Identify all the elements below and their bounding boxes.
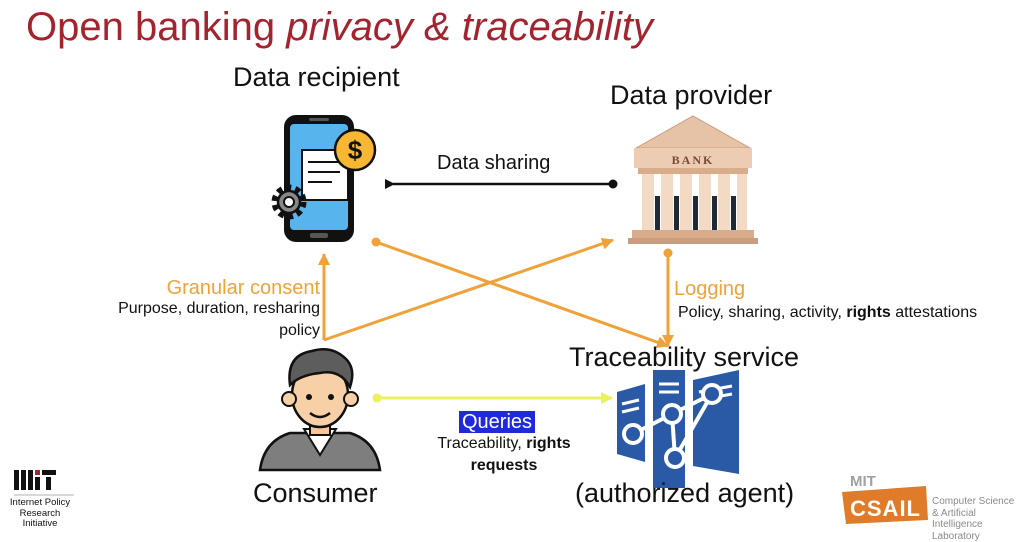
mobile-payment-icon: $ <box>271 115 377 242</box>
provider-label: Data provider <box>610 80 773 110</box>
consent-detail: Purpose, duration, resharing policy <box>118 300 320 340</box>
logging-arrow <box>662 248 674 347</box>
csail-logo-text: Computer Science & Artificial Intelligen… <box>932 496 1015 542</box>
data-sharing-arrow <box>385 179 618 189</box>
recipient-to-traceability-arrow <box>371 237 669 348</box>
consumer-label: Consumer <box>253 478 378 508</box>
queries-label: Queries <box>459 411 536 434</box>
traceability-sublabel: (authorized agent) <box>575 478 795 508</box>
svg-text:$: $ <box>348 135 363 165</box>
server-network-icon <box>617 370 739 488</box>
queries-arrow <box>372 392 613 404</box>
csail-logo-icon: MIT CSAIL <box>842 473 928 524</box>
logging-detail: Policy, sharing, activity, rights attest… <box>678 304 978 321</box>
recipient-label: Data recipient <box>233 62 400 92</box>
bank-building-icon: BANK <box>628 115 758 244</box>
svg-text:CSAIL: CSAIL <box>850 496 921 521</box>
person-avatar-icon <box>258 348 382 472</box>
queries-highlight: Queries <box>459 411 536 433</box>
consent-label: Granular consent <box>166 277 320 299</box>
logging-label: Logging <box>674 278 746 300</box>
ipri-logo-text: Internet Policy Research Initiative <box>9 497 71 530</box>
svg-text:MIT: MIT <box>850 473 876 490</box>
mit-logo-icon <box>14 470 74 496</box>
data-sharing-label: Data sharing <box>437 152 551 174</box>
traceability-label: Traceability service <box>569 342 800 372</box>
consumer-to-provider-arrow <box>323 237 614 342</box>
slide-title: Open banking privacy & traceability <box>26 5 653 49</box>
bank-sign: BANK <box>672 153 715 167</box>
